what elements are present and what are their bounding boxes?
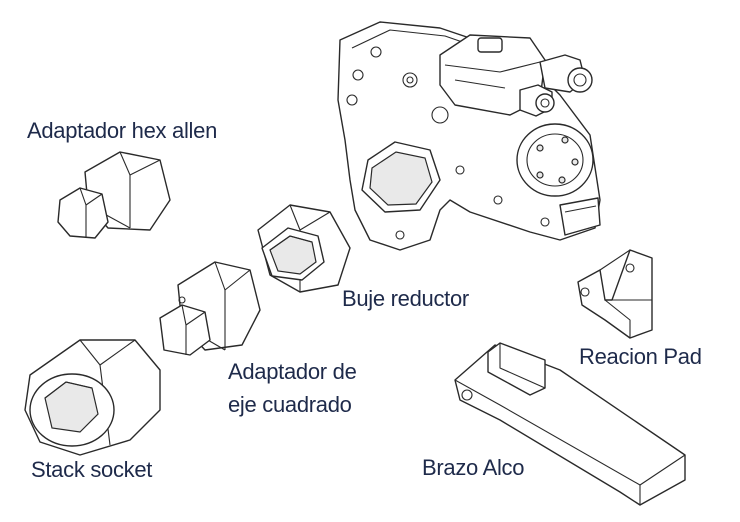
label-stack-socket: Stack socket [31, 457, 153, 482]
label-square-adapter-line1: Adaptador de [228, 359, 357, 384]
square-drive-adapter-part [159, 261, 261, 356]
reaction-arm-part [454, 342, 686, 506]
hydraulic-wrench-body [337, 21, 601, 251]
reaction-pad-part [577, 249, 653, 339]
stack-socket-part [24, 339, 161, 456]
reducer-bushing-part [257, 204, 351, 293]
label-square-adapter-line2: eje cuadrado [228, 392, 352, 417]
hex-allen-adapter-part [57, 151, 171, 239]
label-hex-allen-adapter: Adaptador hex allen [27, 118, 218, 143]
label-reaction-arm: Brazo Alco [422, 455, 525, 480]
label-reaction-pad: Reacion Pad [579, 344, 702, 369]
label-reducer-bushing: Buje reductor [342, 286, 469, 311]
